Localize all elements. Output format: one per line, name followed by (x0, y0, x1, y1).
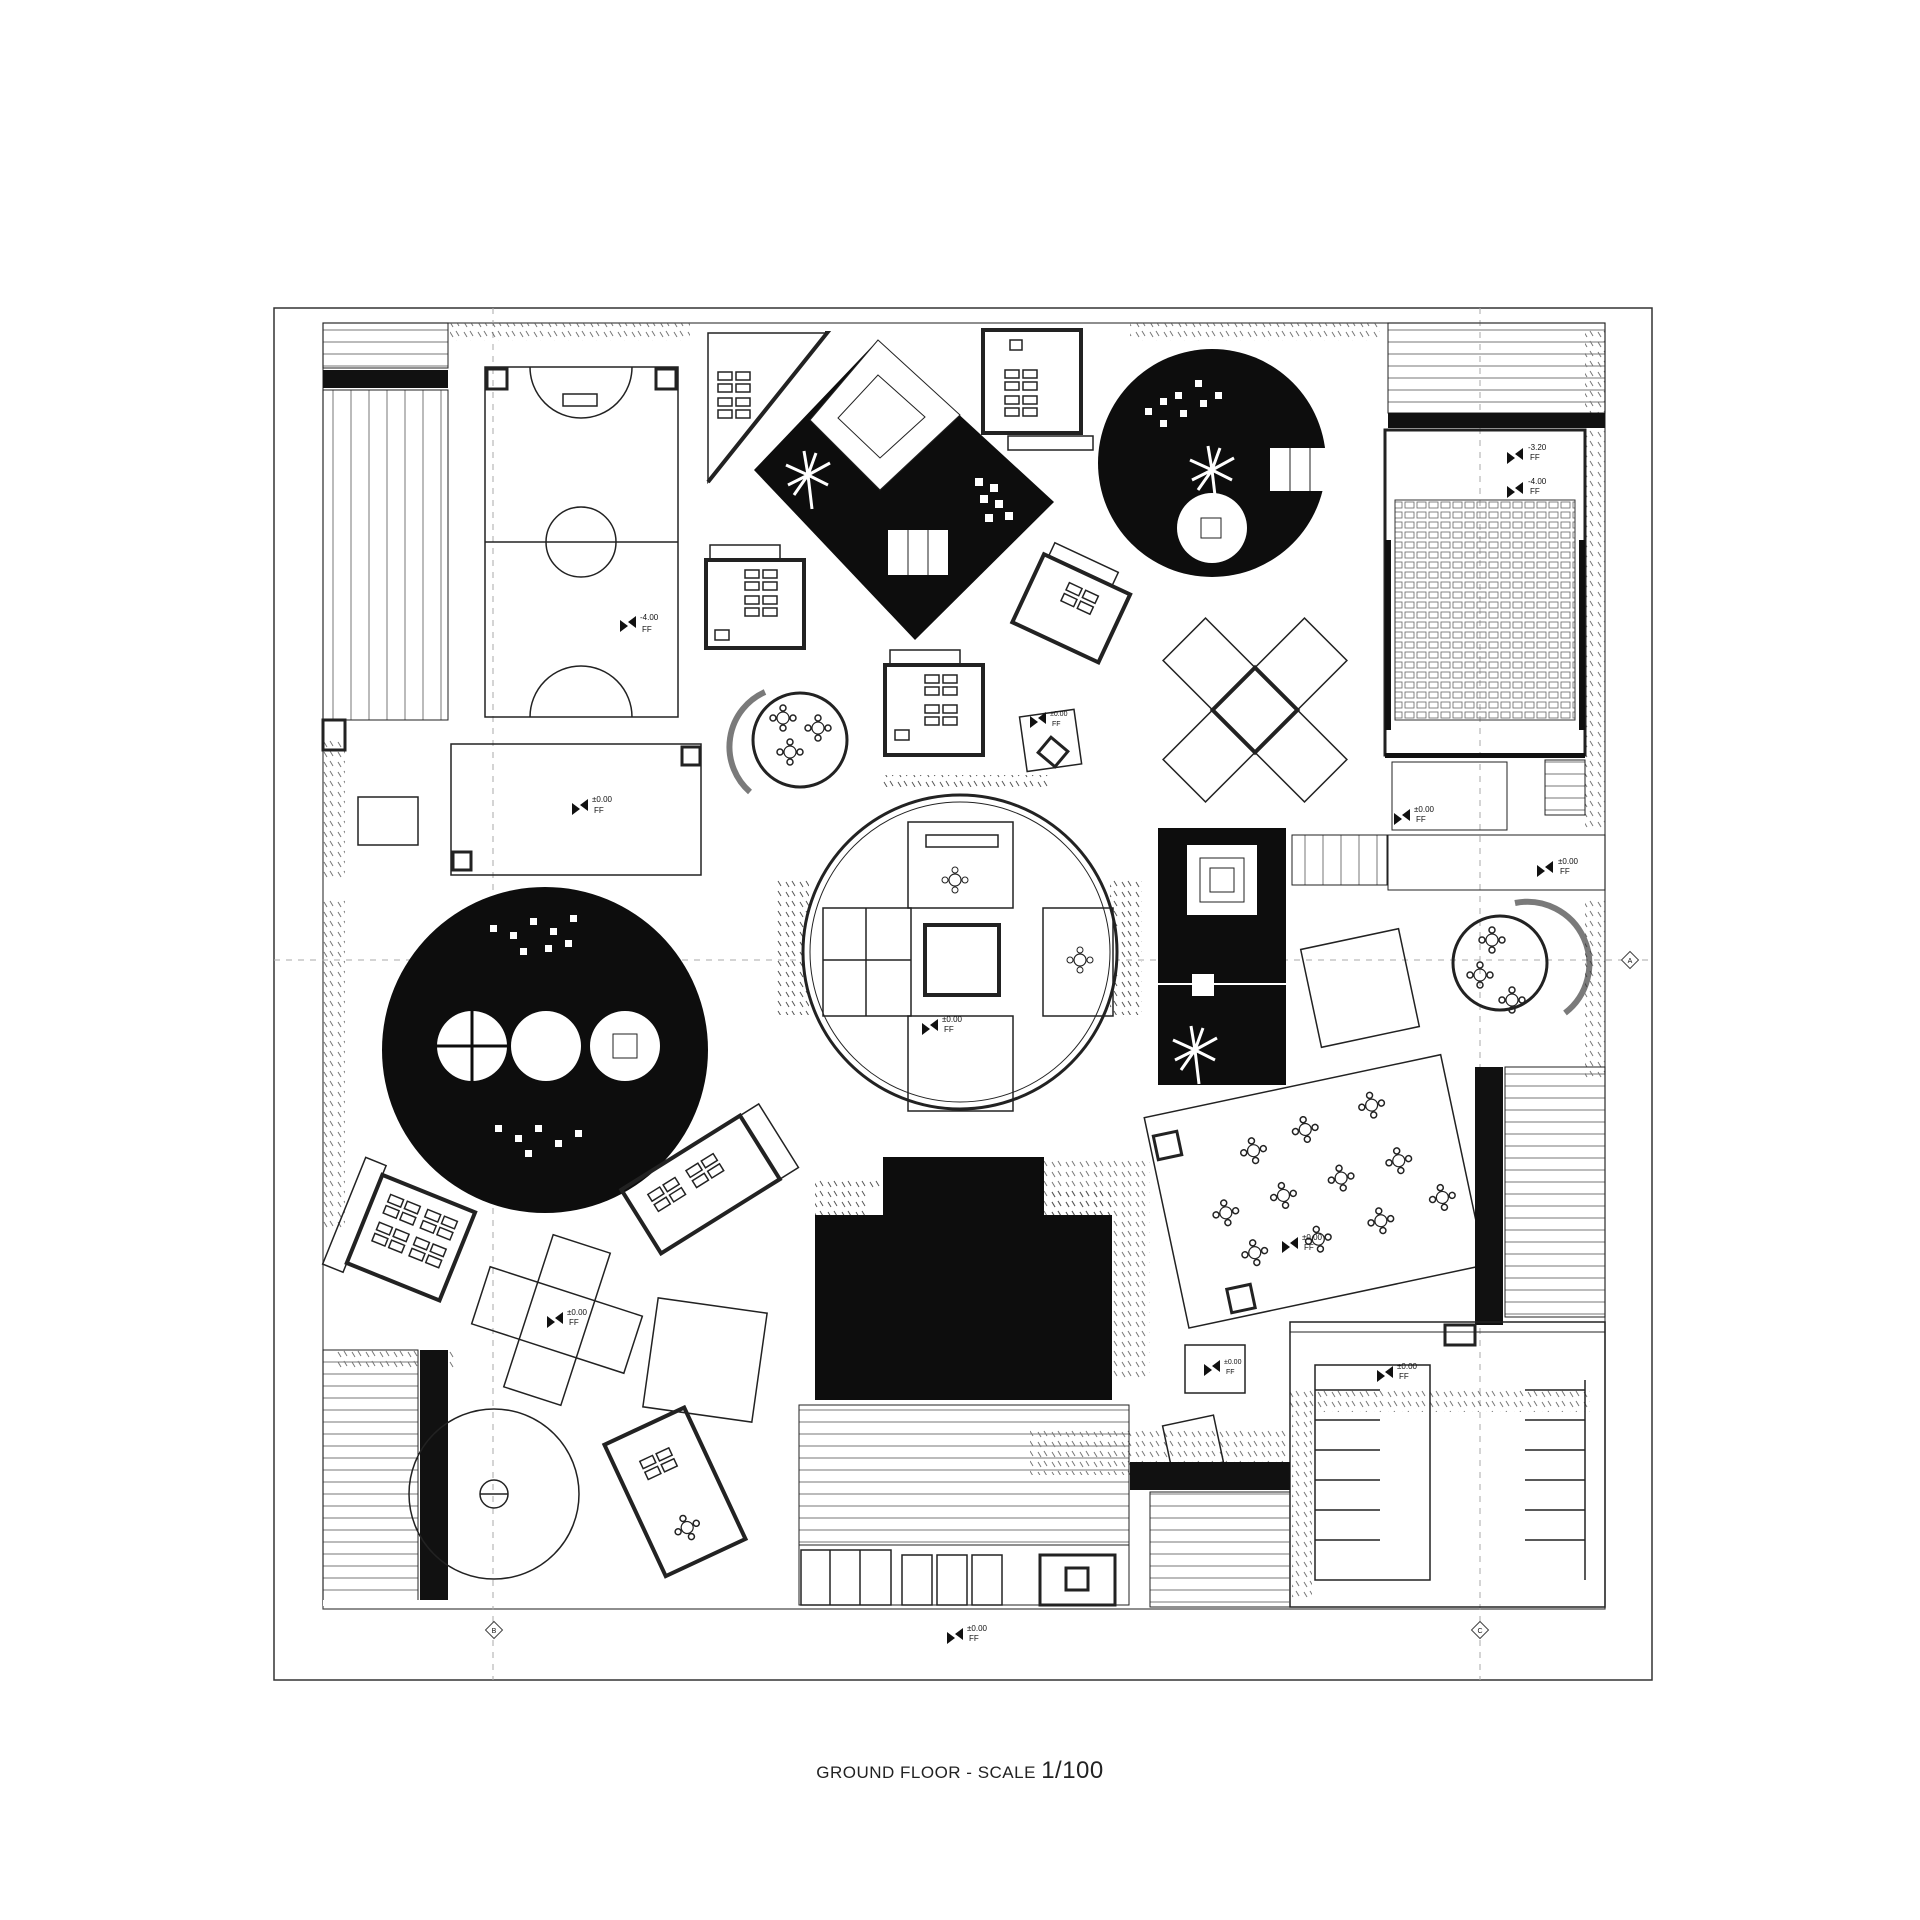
terrace-edge (1387, 834, 1606, 891)
classroom-center-top (883, 649, 985, 757)
classroom-lower-left (321, 1156, 478, 1304)
level-ff: FF (594, 806, 604, 815)
top-right-stands (1387, 322, 1606, 428)
round-cafe-right (1451, 898, 1593, 1016)
cross-pavilion-top (1162, 617, 1348, 803)
diamond-courtyard (754, 339, 1054, 640)
level-center: ±0.00 FF (922, 1015, 963, 1035)
bottom-stair (798, 1404, 1130, 1607)
level-label: -4.00 (640, 613, 659, 622)
pool (321, 718, 702, 876)
sports-court (484, 366, 679, 718)
dark-courtyard-strip (1158, 828, 1286, 1086)
level-label: -4.00 (1528, 477, 1547, 486)
pavilion-square-lower (642, 1297, 768, 1423)
level-ff: FF (1226, 1369, 1235, 1376)
parking (1289, 1321, 1606, 1608)
round-library (726, 689, 849, 795)
level-ff: FF (1530, 453, 1540, 462)
classroom-lower-center (618, 1102, 800, 1257)
grid-label-a: A (1628, 958, 1633, 965)
level-ff: FF (1304, 1243, 1314, 1252)
dark-circle-garden-left (382, 887, 708, 1213)
caption-title: GROUND FLOOR - SCALE (816, 1763, 1036, 1782)
bottom-left-stands (322, 1349, 605, 1606)
central-admin-circle (777, 775, 1142, 1112)
drawing-caption: GROUND FLOOR - SCALE 1/100 (0, 1757, 1920, 1785)
level-ff: FF (569, 1318, 579, 1327)
level-ff: FF (944, 1025, 954, 1034)
level-ff: FF (969, 1634, 979, 1643)
play-circle (408, 1408, 580, 1580)
central-dark-hall (815, 1157, 1113, 1400)
grid-marker-c: C (1470, 1620, 1490, 1640)
classroom-rotated (1009, 541, 1133, 666)
auditorium (1383, 428, 1587, 831)
level-ff: FF (1560, 867, 1570, 876)
grid-label-b: B (492, 1628, 497, 1635)
level-ff: FF (1416, 815, 1426, 824)
level-label: ±0.00 (942, 1015, 963, 1024)
level-ff: FF (1052, 721, 1061, 728)
classroom-top (981, 328, 1094, 451)
level-label: ±0.00 (1050, 711, 1068, 718)
level-ff: FF (642, 625, 652, 634)
level-label: ±0.00 (1397, 1362, 1418, 1371)
level-label: ±0.00 (1558, 857, 1579, 866)
triangle-classroom (706, 331, 832, 485)
level-label: ±0.00 (567, 1308, 588, 1317)
cross-pavilion-lower (470, 1233, 644, 1407)
workshop (601, 1404, 749, 1579)
level-pool: ±0.00 FF (572, 795, 613, 815)
level-label: ±0.00 (967, 1624, 988, 1633)
level-bottom: ±0.00 FF (947, 1624, 988, 1644)
level-label: ±0.00 (1302, 1233, 1323, 1242)
level-ff: FF (1399, 1372, 1409, 1381)
level-parking: ±0.00 FF (1377, 1362, 1418, 1382)
pavilion-square-right (1299, 927, 1421, 1049)
bottom-right-stands (1130, 1462, 1291, 1608)
level-sports-court: -4.00 FF (620, 613, 659, 634)
grid-marker-b: B (484, 1620, 504, 1640)
level-small-box: ±0.00 FF (1030, 711, 1068, 728)
level-auditorium: -3.20 FF -4.00 FF ±0.00 FF ±0.00 FF (1394, 443, 1579, 877)
level-small-box-right: ±0.00 FF (1204, 1359, 1242, 1376)
grid-label-c: C (1477, 1628, 1482, 1635)
level-cross: ±0.00 FF (547, 1308, 588, 1328)
level-ff: FF (1530, 487, 1540, 496)
level-label: ±0.00 (1414, 805, 1435, 814)
grid-marker-a: A (1620, 950, 1640, 970)
classroom-left (704, 544, 806, 650)
sheet-frame (273, 307, 1653, 1681)
small-box-center (1018, 708, 1083, 773)
top-left-stands (322, 322, 449, 721)
caption-scale: 1/100 (1041, 1757, 1104, 1784)
ramp (1291, 834, 1388, 886)
level-label: ±0.00 (1224, 1359, 1242, 1366)
level-label: -3.20 (1528, 443, 1547, 452)
restaurant (1143, 1053, 1487, 1329)
level-cafe: ±0.00 FF (1282, 1233, 1323, 1253)
level-label: ±0.00 (592, 795, 613, 804)
dark-circle-garden-top (1098, 349, 1330, 577)
